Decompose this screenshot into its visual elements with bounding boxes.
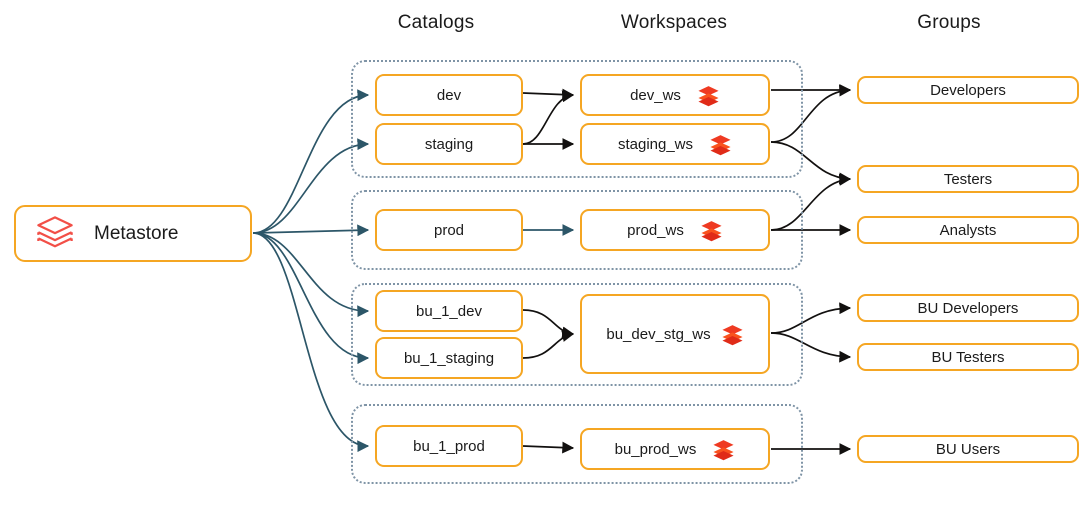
group-node-analysts[interactable]: Analysts <box>857 216 1079 244</box>
catalog-node-bu-1-prod[interactable]: bu_1_prod <box>375 425 523 467</box>
workspace-label: staging_ws <box>617 135 694 153</box>
catalog-node-staging[interactable]: staging <box>375 123 523 165</box>
databricks-workspace-icon <box>698 85 719 106</box>
catalog-label: bu_1_prod <box>413 437 485 455</box>
metastore-label: Metastore <box>94 222 179 244</box>
catalog-label: bu_1_staging <box>403 349 495 367</box>
workspace-label: bu_prod_ws <box>614 440 697 458</box>
workspace-node-dev-ws[interactable]: dev_ws <box>580 74 770 116</box>
zone-bu-dev-stg <box>351 283 803 386</box>
databricks-workspace-icon <box>722 324 743 345</box>
workspace-label: prod_ws <box>627 221 684 239</box>
group-label: BU Users <box>935 440 1001 458</box>
workspace-label: bu_dev_stg_ws <box>606 325 711 343</box>
workspace-node-bu-prod-ws[interactable]: bu_prod_ws <box>580 428 770 470</box>
zone-bu-prod <box>351 404 803 484</box>
column-header-workspaces: Workspaces <box>620 12 728 33</box>
catalog-label: staging <box>424 135 474 153</box>
databricks-workspace-icon <box>710 134 731 155</box>
group-node-bu-users[interactable]: BU Users <box>857 435 1079 463</box>
databricks-workspace-icon <box>713 439 734 460</box>
workspace-label: dev_ws <box>630 86 681 104</box>
workspace-node-prod-ws[interactable]: prod_ws <box>580 209 770 251</box>
column-header-groups: Groups <box>917 12 981 33</box>
group-label: Analysts <box>939 221 997 239</box>
group-node-developers[interactable]: Developers <box>857 76 1079 104</box>
catalog-node-bu-1-dev[interactable]: bu_1_dev <box>375 290 523 332</box>
group-node-bu-developers[interactable]: BU Developers <box>857 294 1079 322</box>
zone-dev-staging <box>351 60 803 178</box>
catalog-label: bu_1_dev <box>416 302 482 320</box>
catalog-node-bu-1-staging[interactable]: bu_1_staging <box>375 337 523 379</box>
catalog-node-prod[interactable]: prod <box>375 209 523 251</box>
catalog-node-dev[interactable]: dev <box>375 74 523 116</box>
group-label: Developers <box>930 81 1006 99</box>
group-node-bu-testers[interactable]: BU Testers <box>857 343 1079 371</box>
workspace-node-bu-dev-stg-ws[interactable]: bu_dev_stg_ws <box>580 294 770 374</box>
metastore-node[interactable]: Metastore <box>14 205 252 262</box>
group-node-testers[interactable]: Testers <box>857 165 1079 193</box>
group-label: BU Developers <box>917 299 1019 317</box>
databricks-workspace-icon <box>701 220 722 241</box>
group-label: Testers <box>943 170 993 188</box>
column-header-catalogs: Catalogs <box>397 12 475 33</box>
catalog-label: prod <box>433 221 465 239</box>
databricks-layers-icon <box>37 215 73 247</box>
zone-prod <box>351 190 803 270</box>
catalog-label: dev <box>436 86 462 104</box>
workspace-node-staging-ws[interactable]: staging_ws <box>580 123 770 165</box>
group-label: BU Testers <box>931 348 1005 366</box>
